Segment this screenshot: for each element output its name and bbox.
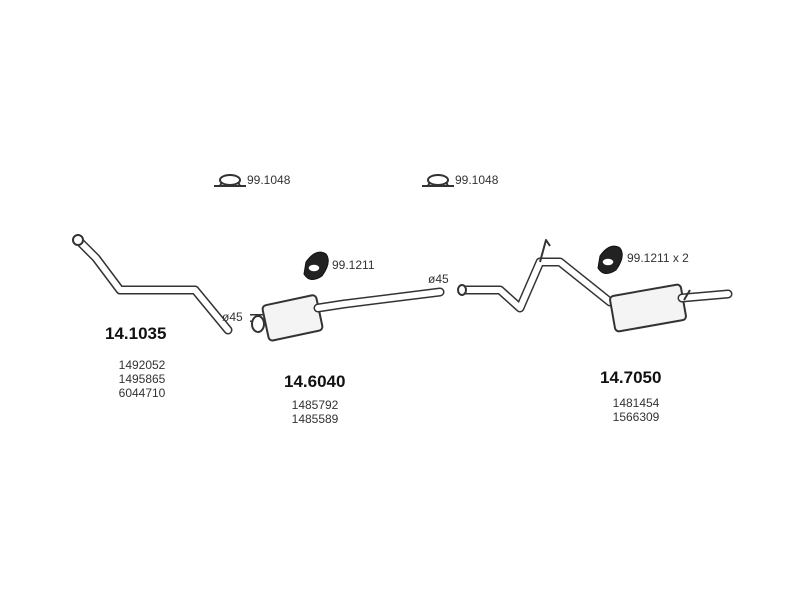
reference-number: 6044710 [118, 386, 166, 400]
clamp-icon [214, 174, 246, 187]
diameter-label: ø45 [428, 272, 449, 286]
hanger-code: 99.1211 x 2 [627, 251, 689, 265]
reference-number: 1495865 [118, 372, 166, 386]
diameter-label: ø45 [222, 310, 243, 324]
reference-number: 1485589 [291, 412, 339, 426]
clamp-code: 99.1048 [247, 173, 291, 187]
part-number: 14.1035 [105, 324, 167, 343]
clamp-icon [422, 174, 454, 187]
reference-number: 1566309 [612, 410, 660, 424]
part-number: 14.7050 [600, 368, 662, 387]
center-silencer [250, 287, 445, 342]
part-number: 14.6040 [284, 372, 346, 391]
rubber-hanger-icon [303, 251, 329, 280]
reference-number: 1481454 [612, 396, 660, 410]
front-pipe [72, 234, 233, 335]
reference-list: 1481454 1566309 [606, 396, 666, 424]
rubber-hanger-icon [597, 245, 623, 274]
reference-list: 1492052 1495865 6044710 [112, 358, 172, 400]
reference-list: 1485792 1485589 [285, 398, 345, 426]
hanger-code: 99.1211 [332, 258, 375, 272]
reference-number: 1492052 [118, 358, 166, 372]
clamp-code: 99.1048 [455, 173, 499, 187]
rear-silencer [457, 239, 733, 333]
reference-number: 1485792 [291, 398, 339, 412]
